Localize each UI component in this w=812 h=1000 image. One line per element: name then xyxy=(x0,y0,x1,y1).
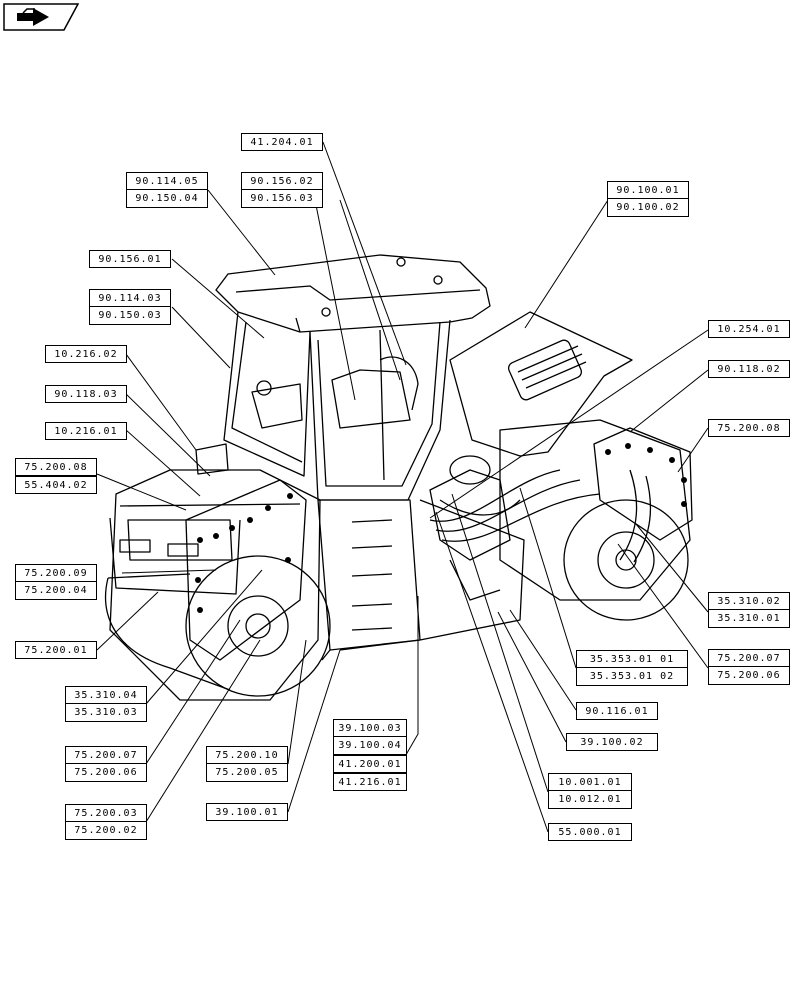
next-page-arrow-icon[interactable] xyxy=(3,3,79,31)
callout-label[interactable]: 90.118.03 xyxy=(45,385,127,403)
callout-label[interactable]: 39.100.04 xyxy=(333,737,407,755)
callout-label[interactable]: 75.200.03 xyxy=(65,804,147,822)
callout-label[interactable]: 39.100.02 xyxy=(566,733,658,751)
callout-label[interactable]: 35.310.02 xyxy=(708,592,790,610)
callout-label[interactable]: 90.118.02 xyxy=(708,360,790,378)
callout-label[interactable]: 10.216.02 xyxy=(45,345,127,363)
callout-label[interactable]: 90.150.04 xyxy=(126,190,208,208)
callout-label[interactable]: 90.114.03 xyxy=(89,289,171,307)
callout-label[interactable]: 35.310.01 xyxy=(708,610,790,628)
callout-label[interactable]: 35.353.01 01 xyxy=(576,650,688,668)
callout-label[interactable]: 35.310.03 xyxy=(65,704,147,722)
callout-label[interactable]: 75.200.01 xyxy=(15,641,97,659)
callout-label[interactable]: 10.012.01 xyxy=(548,791,632,809)
callout-label[interactable]: 75.200.10 xyxy=(206,746,288,764)
callout-label[interactable]: 90.156.03 xyxy=(241,190,323,208)
callout-label[interactable]: 75.200.02 xyxy=(65,822,147,840)
callout-label[interactable]: 39.100.01 xyxy=(206,803,288,821)
callout-label[interactable]: 75.200.06 xyxy=(708,667,790,685)
callout-label[interactable]: 39.100.03 xyxy=(333,719,407,737)
callout-label[interactable]: 90.100.01 xyxy=(607,181,689,199)
callout-label[interactable]: 10.216.01 xyxy=(45,422,127,440)
callout-label[interactable]: 75.200.04 xyxy=(15,582,97,600)
callout-label[interactable]: 10.254.01 xyxy=(708,320,790,338)
callout-label[interactable]: 10.001.01 xyxy=(548,773,632,791)
callout-label[interactable]: 35.353.01 02 xyxy=(576,668,688,686)
callout-label[interactable]: 90.156.02 xyxy=(241,172,323,190)
callout-label[interactable]: 90.116.01 xyxy=(576,702,658,720)
callout-label[interactable]: 90.100.02 xyxy=(607,199,689,217)
callout-label[interactable]: 75.200.05 xyxy=(206,764,288,782)
callout-label[interactable]: 75.200.07 xyxy=(65,746,147,764)
callout-label[interactable]: 75.200.07 xyxy=(708,649,790,667)
callout-label[interactable]: 90.156.01 xyxy=(89,250,171,268)
callout-label[interactable]: 41.200.01 xyxy=(333,755,407,773)
callout-label[interactable]: 75.200.06 xyxy=(65,764,147,782)
callout-label[interactable]: 75.200.08 xyxy=(15,458,97,476)
callout-label[interactable]: 75.200.09 xyxy=(15,564,97,582)
callout-label[interactable]: 35.310.04 xyxy=(65,686,147,704)
callout-label[interactable]: 41.204.01 xyxy=(241,133,323,151)
callout-label[interactable]: 75.200.08 xyxy=(708,419,790,437)
callout-label[interactable]: 90.114.05 xyxy=(126,172,208,190)
callout-label[interactable]: 41.216.01 xyxy=(333,773,407,791)
callout-label[interactable]: 55.404.02 xyxy=(15,476,97,494)
callout-label[interactable]: 55.000.01 xyxy=(548,823,632,841)
callout-label[interactable]: 90.150.03 xyxy=(89,307,171,325)
